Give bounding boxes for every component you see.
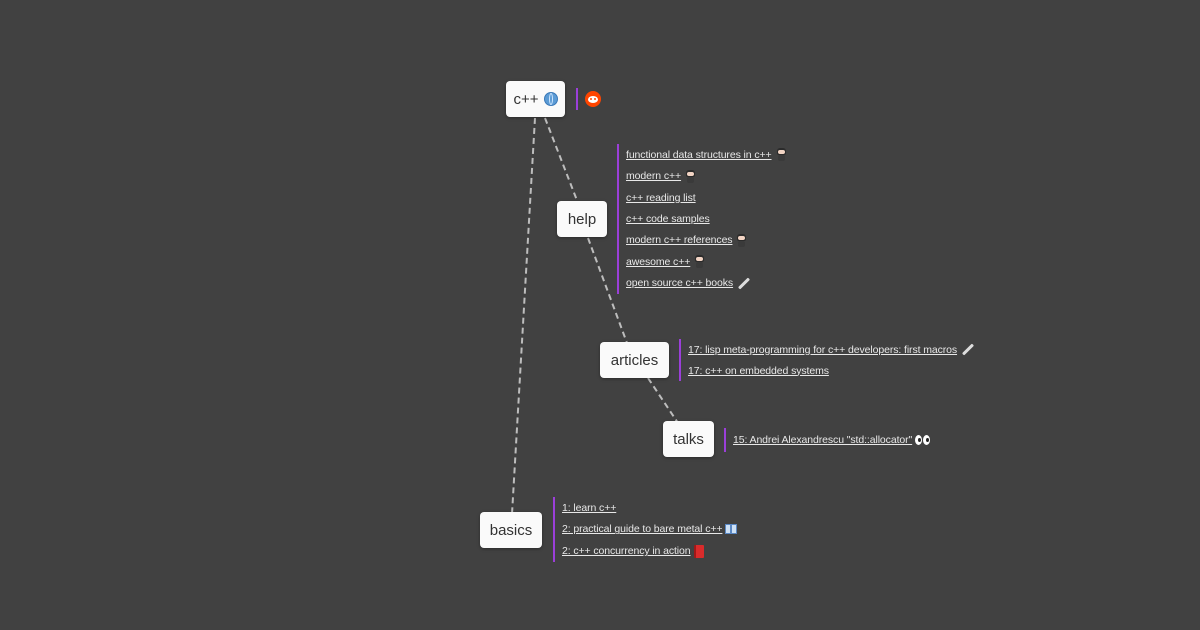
- talks-links: 15: Andrei Alexandrescu "std::allocator": [724, 428, 931, 452]
- link-item[interactable]: open source c++ books: [626, 273, 788, 293]
- help-links: functional data structures in c++ modern …: [617, 144, 788, 294]
- link-item[interactable]: 1: learn c++: [562, 498, 738, 518]
- pen-icon: [962, 343, 975, 356]
- github-octocat-icon: [775, 148, 788, 162]
- link-item[interactable]: 17: lisp meta-programming for c++ develo…: [688, 340, 975, 360]
- edge-root-help: [544, 117, 579, 204]
- edge-articles-talks: [647, 377, 679, 424]
- node-basics-label: basics: [489, 521, 533, 539]
- github-octocat-icon: [735, 233, 748, 247]
- link-text: 17: c++ on embedded systems: [688, 364, 829, 377]
- link-text: c++ code samples: [626, 212, 710, 225]
- node-root[interactable]: c++: [506, 81, 565, 117]
- link-text: awesome c++: [626, 255, 691, 268]
- articles-links: 17: lisp meta-programming for c++ develo…: [679, 339, 975, 381]
- link-item[interactable]: 17: c++ on embedded systems: [688, 361, 975, 381]
- link-text: functional data structures in c++: [626, 148, 772, 161]
- node-talks[interactable]: talks: [663, 421, 714, 457]
- node-articles[interactable]: articles: [600, 342, 669, 378]
- link-item[interactable]: 2: c++ concurrency in action: [562, 541, 738, 561]
- link-text: 17: lisp meta-programming for c++ develo…: [688, 343, 958, 356]
- reddit-icon[interactable]: [585, 91, 601, 107]
- node-basics[interactable]: basics: [480, 512, 542, 548]
- open-book-icon: [725, 524, 738, 535]
- link-text: 1: learn c++: [562, 501, 617, 514]
- link-text: 2: c++ concurrency in action: [562, 545, 691, 558]
- github-octocat-icon: [684, 169, 697, 183]
- node-root-label: c++: [513, 90, 539, 108]
- node-help-label: help: [567, 210, 597, 228]
- eyes-icon: [915, 435, 931, 445]
- node-help[interactable]: help: [557, 201, 607, 237]
- github-octocat-icon: [693, 255, 706, 269]
- link-item[interactable]: 2: practical guide to bare metal c++: [562, 519, 738, 539]
- pen-icon: [738, 277, 751, 290]
- link-item[interactable]: modern c++: [626, 166, 788, 186]
- edge-help-articles: [587, 237, 628, 344]
- node-talks-label: talks: [673, 430, 704, 448]
- root-links: [576, 88, 601, 110]
- link-text: modern c++: [626, 170, 682, 183]
- link-text: open source c++ books: [626, 277, 734, 290]
- link-text: 2: practical guide to bare metal c++: [562, 523, 723, 536]
- link-text: 15: Andrei Alexandrescu "std::allocator": [733, 434, 913, 446]
- link-item[interactable]: functional data structures in c++: [626, 145, 788, 165]
- edge-root-basics: [511, 117, 536, 515]
- link-item[interactable]: awesome c++: [626, 252, 788, 272]
- basics-links: 1: learn c++ 2: practical guide to bare m…: [553, 497, 738, 562]
- link-item[interactable]: c++ reading list: [626, 188, 788, 208]
- link-item[interactable]: modern c++ references: [626, 230, 788, 250]
- link-item[interactable]: c++ code samples: [626, 209, 788, 229]
- red-book-icon: [693, 544, 704, 558]
- link-text: modern c++ references: [626, 234, 733, 247]
- link-item[interactable]: 15: Andrei Alexandrescu "std::allocator": [733, 430, 931, 450]
- link-text: c++ reading list: [626, 191, 696, 204]
- node-articles-label: articles: [610, 351, 659, 369]
- globe-icon: [543, 92, 558, 106]
